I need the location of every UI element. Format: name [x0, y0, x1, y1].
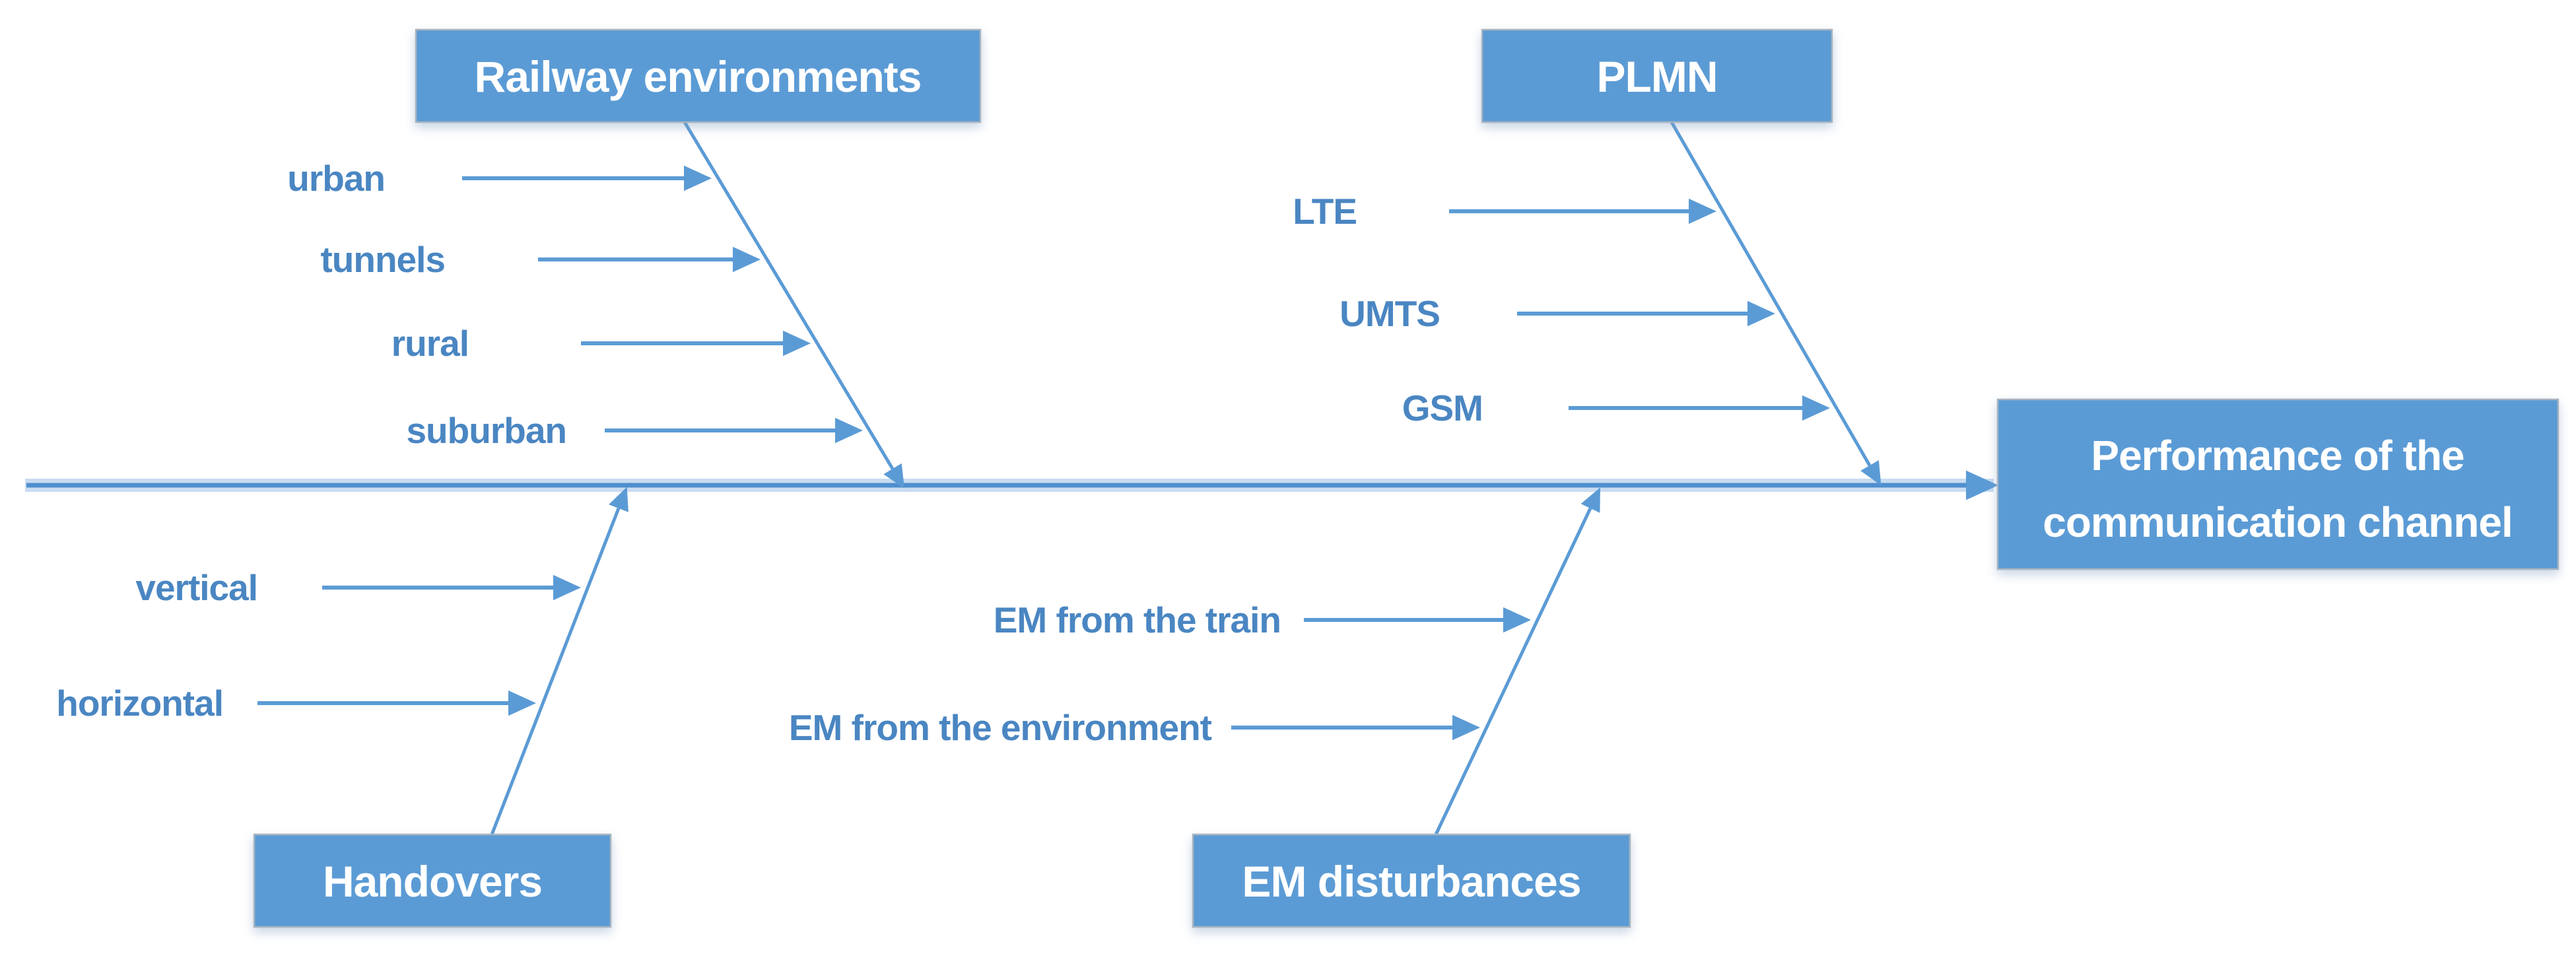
category-rect-plmn	[1481, 28, 1833, 123]
bone-railway-environments	[683, 121, 905, 489]
effect-rect	[1996, 398, 2559, 570]
cause-label-gsm: GSM	[1402, 388, 1483, 428]
effect-label-line2: communication channel	[2043, 498, 2513, 546]
bone-em-disturbances	[1434, 487, 1600, 836]
cause-label-suburban: suburban	[406, 410, 566, 451]
cause-label-horizontal: horizontal	[56, 683, 223, 724]
effect-label-line1: Performance of the	[2091, 432, 2464, 479]
category-label-handovers: Handovers	[323, 857, 542, 906]
category-rect-handovers	[253, 833, 612, 928]
causes-railway-environments: urban tunnels rural suburban	[287, 158, 863, 451]
bone-plmn	[1670, 121, 1881, 486]
category-label-railway-environments: Railway environments	[475, 52, 922, 101]
cause-label-em-from-train: EM from the train	[994, 599, 1281, 640]
causes-plmn: LTE UMTS GSM	[1293, 191, 1830, 428]
category-box-handovers: Handovers	[253, 833, 612, 928]
causes-em-disturbances: EM from the train EM from the environmen…	[789, 599, 1531, 748]
category-box-em-disturbances: EM disturbances	[1192, 833, 1631, 928]
category-label-plmn: PLMN	[1597, 52, 1718, 101]
cause-label-vertical: vertical	[135, 567, 257, 608]
category-rect-em-disturbances	[1192, 833, 1631, 928]
causes-handovers: vertical horizontal	[56, 567, 581, 724]
cause-label-rural: rural	[391, 323, 469, 364]
effect-box: Performance of the communication channel	[1996, 398, 2559, 570]
cause-label-em-from-environment: EM from the environment	[789, 707, 1212, 748]
cause-label-tunnels: tunnels	[320, 239, 445, 280]
category-box-plmn: PLMN	[1481, 28, 1833, 123]
category-label-em-disturbances: EM disturbances	[1242, 857, 1580, 906]
cause-label-lte: LTE	[1293, 191, 1357, 232]
cause-label-umts: UMTS	[1339, 293, 1440, 334]
bone-handovers	[490, 487, 628, 835]
category-box-railway-environments: Railway environments	[415, 28, 982, 123]
category-rect-railway-environments	[415, 28, 982, 123]
cause-label-urban: urban	[287, 158, 385, 199]
